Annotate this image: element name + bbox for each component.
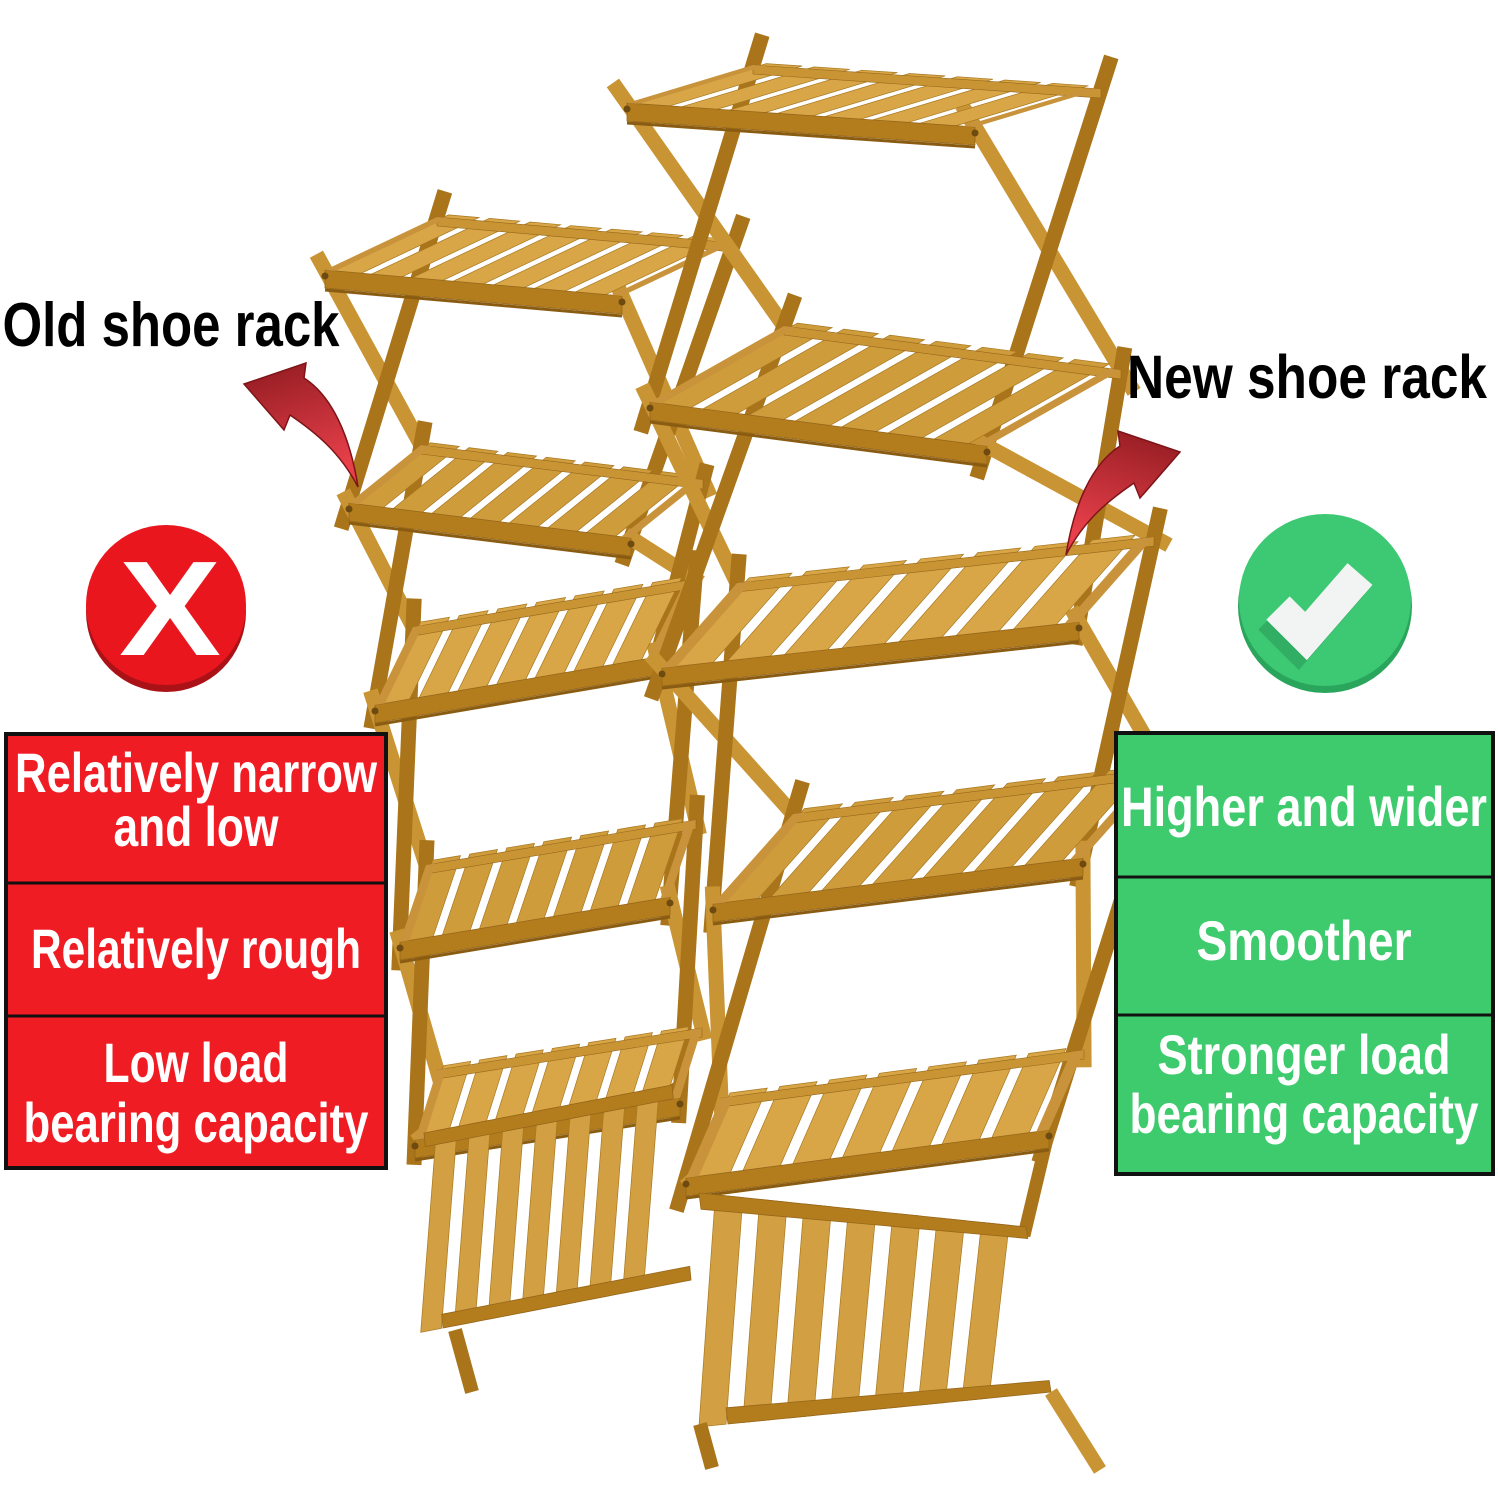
svg-text:New shoe rack: New shoe rack: [1127, 343, 1487, 411]
svg-text:Relatively narrow: Relatively narrow: [15, 741, 377, 804]
svg-text:Smoother: Smoother: [1197, 909, 1412, 972]
svg-text:Old shoe rack: Old shoe rack: [3, 291, 340, 360]
svg-text:X: X: [119, 533, 221, 684]
svg-text:bearing capacity: bearing capacity: [1130, 1082, 1479, 1145]
svg-text:bearing capacity: bearing capacity: [24, 1091, 369, 1154]
svg-text:Relatively rough: Relatively rough: [31, 917, 361, 980]
svg-text:and low: and low: [114, 795, 279, 858]
svg-text:Stronger load: Stronger load: [1158, 1023, 1451, 1086]
svg-text:Higher and wider: Higher and wider: [1121, 775, 1487, 838]
svg-text:Low load: Low load: [104, 1031, 289, 1094]
